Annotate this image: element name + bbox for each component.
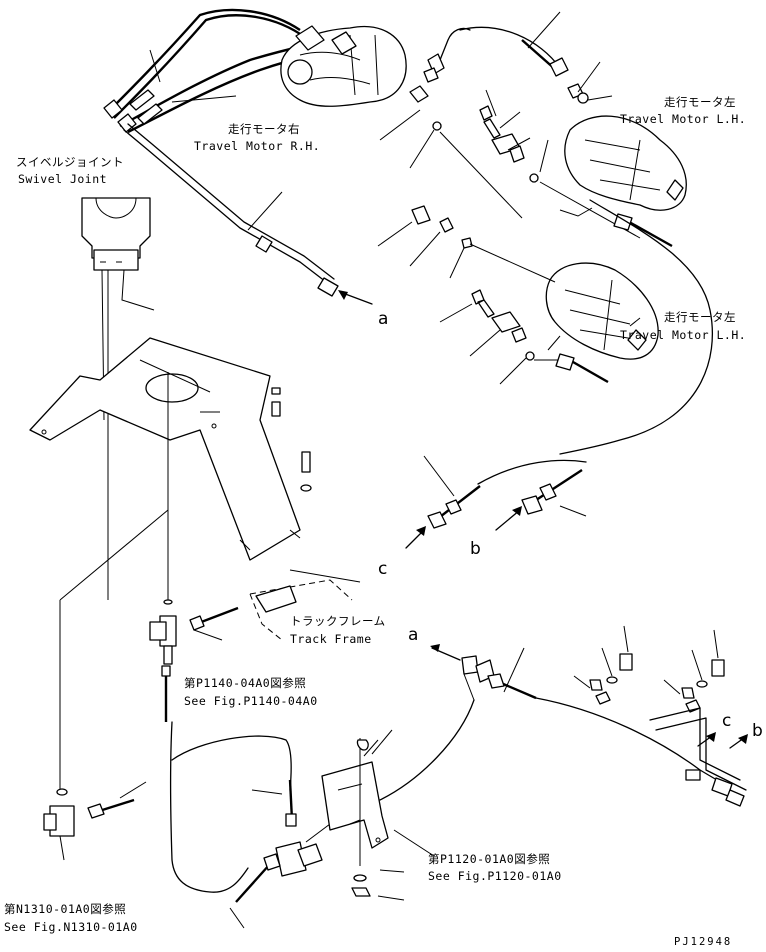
- travel-motor-lh-upper: [564, 115, 687, 211]
- rh-hose-bundle: [103, 8, 351, 134]
- marker-c-right: c: [722, 711, 732, 731]
- ref-n1310-label-jp: 第N1310-01A0図参照: [4, 902, 127, 916]
- swivel-joint-label-en: Swivel Joint: [18, 172, 108, 186]
- upper-small-fitting: [439, 27, 471, 61]
- travel-motor-lh-upper-label-jp: 走行モータ左: [664, 95, 736, 109]
- travel-motor-lh-lower-label-en: Travel Motor L.H.: [620, 328, 747, 342]
- hose-to-a-lower: [379, 699, 475, 801]
- travel-motor-rh-label-en: Travel Motor R.H.: [194, 139, 321, 153]
- swivel-joint: [81, 197, 151, 271]
- marker-b-mid: b: [470, 539, 481, 559]
- marker-a-top: a: [378, 309, 389, 329]
- travel-motor-lh-upper-label-en: Travel Motor L.H.: [620, 112, 747, 126]
- ref-p1120-label-jp: 第P1120-01A0図参照: [428, 852, 551, 866]
- rh-steel-tube-a: [123, 129, 331, 286]
- travel-motor-rh: [280, 25, 407, 107]
- marker-b-right: b: [752, 721, 763, 741]
- travel-motor-lh-lower: [545, 262, 659, 360]
- swivel-joint-label-jp: スイベルジョイント: [16, 155, 124, 169]
- frame-bracket: [29, 337, 301, 561]
- lh-upper-return-hose: [459, 26, 561, 69]
- travel-motor-lh-lower-label-jp: 走行モータ左: [664, 310, 736, 324]
- track-frame-label-en: Track Frame: [290, 632, 372, 646]
- ref-p1140-label-jp: 第P1140-04A0図参照: [184, 676, 307, 690]
- drawing-code: PJ12948: [674, 936, 733, 948]
- ref-n1310-label-en: See Fig.N1310-01A0: [4, 920, 138, 934]
- ref-p1140-label-en: See Fig.P1140-04A0: [184, 694, 318, 708]
- marker-a-bottom: a: [408, 625, 419, 645]
- track-frame-label-jp: トラックフレーム: [290, 614, 386, 628]
- marker-c-mid: c: [378, 559, 388, 579]
- lower-bracket: [321, 761, 389, 849]
- lh-long-hose: [559, 199, 713, 455]
- ref-p1120-label-en: See Fig.P1120-01A0: [428, 869, 562, 883]
- travel-motor-rh-label-jp: 走行モータ右: [228, 122, 300, 136]
